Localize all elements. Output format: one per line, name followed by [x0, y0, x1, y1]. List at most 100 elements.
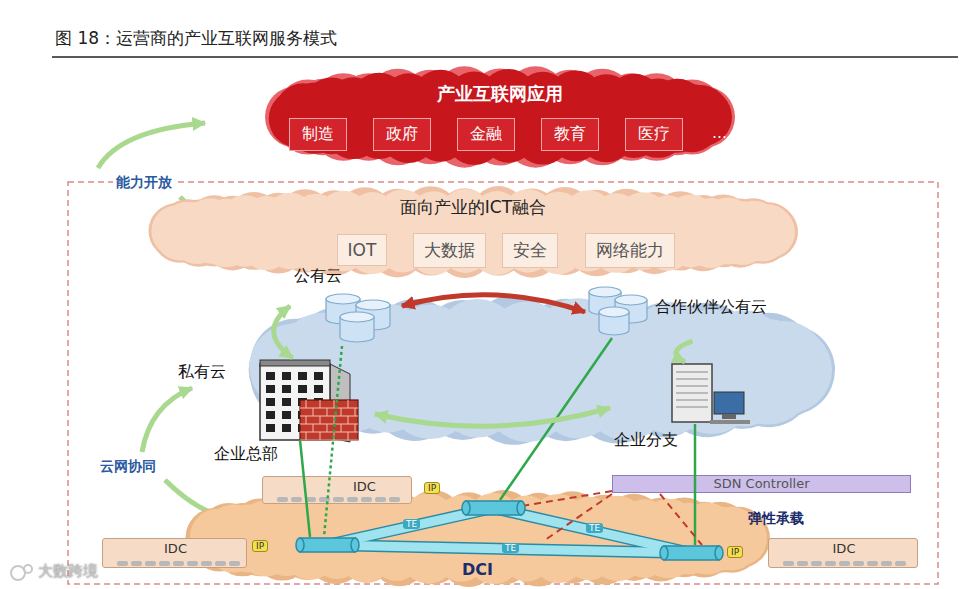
figure-label: 私有云 — [178, 362, 226, 383]
shape-part — [300, 408, 358, 409]
shape-part — [326, 294, 360, 304]
shape-part — [282, 372, 291, 380]
shape-part — [266, 424, 275, 432]
shape-part — [291, 497, 302, 502]
shape-part — [306, 416, 307, 424]
connector-arrow — [274, 306, 293, 358]
shape-part — [589, 287, 621, 297]
label-chip: 医疗 — [625, 118, 683, 151]
figure-title: 图 18：运营商的产业互联网服务模式 — [55, 27, 337, 50]
shape-part — [131, 561, 142, 566]
shape-part — [300, 400, 358, 440]
shape-part — [676, 393, 708, 394]
shape-part — [215, 561, 226, 566]
figure-label: 弹性承载 — [748, 510, 804, 528]
shape-part — [710, 420, 750, 424]
figure-label: … — [712, 124, 727, 142]
sdn-controller: SDN Controller — [612, 475, 911, 493]
node-text: 面向产业的ICT融合 — [148, 196, 798, 219]
shape-part — [839, 561, 850, 566]
shape-part — [348, 400, 349, 408]
node-text: 金融 — [470, 124, 502, 143]
shape-part — [676, 407, 708, 408]
shape-part — [320, 400, 321, 408]
shape-part — [333, 497, 344, 502]
branch-office: 企业分支 — [610, 362, 760, 454]
shape-part — [298, 372, 307, 380]
shape-part — [266, 372, 275, 380]
shape-part — [117, 561, 128, 566]
shape-part — [229, 561, 240, 566]
headquarters: 企业总部 — [210, 358, 375, 470]
shape-part — [201, 561, 212, 566]
shape-part — [355, 424, 356, 432]
shape-part — [327, 408, 328, 416]
shape-part — [722, 414, 736, 419]
shape-part — [341, 408, 342, 416]
shape-part — [260, 360, 330, 366]
shape-part — [341, 424, 342, 432]
shape-part — [282, 385, 291, 393]
application-cloud: 产业互联网应用制造政府金融教育医疗 — [265, 66, 735, 168]
node-text: 大数据 — [424, 240, 475, 260]
shape-part — [313, 408, 314, 416]
figure-label: 能力开放 — [113, 174, 175, 192]
node-text: IDC — [353, 479, 376, 494]
shape-part — [300, 432, 358, 433]
node-text: 制造 — [302, 124, 334, 143]
label-chip: 教育 — [541, 118, 599, 151]
node-text: 企业总部 — [214, 444, 278, 465]
node-text: IDC — [164, 541, 187, 556]
label-chip: 政府 — [373, 118, 431, 151]
partner-cloud: 合作伙伴公有云 — [585, 283, 800, 341]
node-text: 医疗 — [638, 124, 670, 143]
watermark-logo — [11, 565, 32, 580]
shape-part — [347, 497, 358, 502]
connector-arrow — [375, 408, 610, 426]
shape-part — [300, 440, 358, 441]
shape-part — [741, 321, 827, 407]
shape-part — [145, 561, 156, 566]
shape-part — [266, 385, 275, 393]
figure-label: 大数跨境 — [38, 562, 98, 581]
shape-part — [895, 561, 906, 566]
figure-label: 云网协同 — [100, 458, 156, 476]
shape-part — [389, 497, 400, 502]
idc-box: IDC — [262, 476, 412, 504]
figure-label: TE — [586, 523, 603, 533]
shape-part — [266, 398, 275, 406]
shape-part — [320, 416, 321, 424]
node-text: IOT — [348, 240, 377, 260]
ict-cloud: 面向产业的ICT融合IOT大数据安全网络能力 — [148, 186, 798, 278]
node-text: 企业分支 — [614, 430, 678, 451]
label-chip: 大数据 — [413, 233, 486, 268]
shape-part — [266, 411, 275, 419]
figure-label: IP — [727, 546, 743, 558]
connector-arrow — [676, 341, 693, 362]
shape-part — [298, 385, 307, 393]
sdn-control-lines — [522, 491, 702, 545]
shape-part — [340, 312, 374, 322]
shape-part — [714, 392, 744, 414]
shape-part — [853, 561, 864, 566]
shape-part — [361, 497, 372, 502]
figure-label: IP — [424, 482, 440, 494]
shape-part — [282, 411, 291, 419]
node-text: IDC — [833, 541, 856, 556]
shape-part — [676, 372, 708, 373]
public-cloud: 公有云 — [290, 266, 402, 346]
figure-label: TE — [403, 519, 420, 529]
figure-label: TE — [502, 543, 519, 553]
figure-label: IP — [252, 540, 268, 552]
shape-part — [867, 561, 878, 566]
node-text: 合作伙伴公有云 — [655, 297, 767, 318]
idc-box: IDC — [102, 538, 247, 568]
shape-part — [881, 561, 892, 566]
shape-part — [375, 497, 386, 502]
shape-part — [306, 400, 307, 408]
node-text: 网络能力 — [596, 240, 664, 260]
label-chip: 网络能力 — [585, 233, 675, 268]
label-chip: 金融 — [457, 118, 515, 151]
shape-part — [173, 561, 184, 566]
